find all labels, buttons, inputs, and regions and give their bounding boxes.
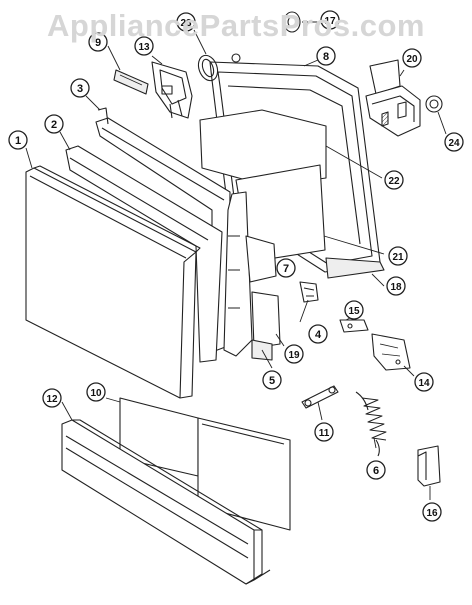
- badge-part: [113, 69, 149, 95]
- callout-label: 23: [180, 18, 192, 29]
- callout-label: 8: [323, 51, 329, 63]
- callout-1: 1: [8, 130, 28, 150]
- callout-circle: [444, 132, 464, 152]
- callout-label: 9: [95, 37, 101, 49]
- callout-9: 9: [88, 32, 108, 52]
- callout-label: 10: [90, 388, 102, 399]
- callout-8: 8: [316, 46, 336, 66]
- callout-label: 21: [392, 252, 404, 263]
- callout-label: 16: [426, 508, 438, 519]
- callout-19: 19: [284, 344, 304, 364]
- round-cap: [425, 95, 443, 113]
- door-spring: [355, 391, 387, 457]
- latch-assembly: [151, 61, 193, 119]
- callout-10: 10: [86, 382, 106, 402]
- callout-label: 17: [324, 16, 336, 27]
- callout-circle: [388, 246, 408, 266]
- top-knob: [283, 11, 301, 33]
- leader-lines: [25, 21, 447, 500]
- callout-circle: [414, 372, 434, 392]
- door-middle-panel: [65, 145, 223, 363]
- callout-label: 4: [315, 329, 322, 341]
- mounting-bracket: [339, 319, 369, 333]
- callout-circle: [308, 324, 328, 344]
- callout-label: 3: [77, 83, 83, 95]
- l-bracket: [417, 445, 441, 487]
- callout-circle: [386, 276, 406, 296]
- callout-15: 15: [344, 300, 364, 320]
- callout-circle: [42, 388, 62, 408]
- callout-label: 13: [138, 42, 150, 53]
- callout-24: 24: [444, 132, 464, 152]
- callout-23: 23: [176, 12, 196, 32]
- door-inner-frame: [95, 107, 231, 353]
- callout-circle: [402, 48, 422, 68]
- callout-circle: [422, 502, 442, 522]
- callout-14: 14: [414, 372, 434, 392]
- callout-label: 1: [15, 135, 21, 147]
- callout-18: 18: [386, 276, 406, 296]
- callout-label: 2: [51, 119, 57, 131]
- callout-circle: [284, 344, 304, 364]
- callout-22: 22: [384, 170, 404, 190]
- callout-13: 13: [134, 36, 154, 56]
- callout-circle: [44, 114, 64, 134]
- callout-label: 5: [269, 375, 275, 387]
- callout-label: 18: [390, 282, 402, 293]
- callout-12: 12: [42, 388, 62, 408]
- callout-circle: [8, 130, 28, 150]
- callout-circle: [316, 46, 336, 66]
- callout-16: 16: [422, 502, 442, 522]
- callout-label: 12: [46, 394, 58, 405]
- callout-circle: [88, 32, 108, 52]
- callout-circle: [314, 422, 334, 442]
- control-bracket: [223, 191, 281, 361]
- callout-circle: [262, 370, 282, 390]
- parts-drawing: [25, 11, 443, 585]
- callout-circle: [176, 12, 196, 32]
- callout-4: 4: [308, 324, 328, 344]
- outer-door-panel: [25, 165, 201, 399]
- callout-2: 2: [44, 114, 64, 134]
- callout-label: 15: [348, 306, 360, 317]
- callout-7: 7: [276, 258, 296, 278]
- callout-label: 19: [288, 350, 300, 361]
- callout-label: 6: [373, 465, 379, 477]
- callout-label: 7: [283, 263, 289, 275]
- hinge-link: [301, 385, 339, 409]
- insulation-sheets: [199, 109, 327, 263]
- callout-11: 11: [314, 422, 334, 442]
- callout-label: 11: [319, 428, 330, 439]
- callout-circle: [134, 36, 154, 56]
- toe-kick-panels: [119, 397, 291, 531]
- callout-label: 22: [388, 176, 400, 187]
- callout-5: 5: [262, 370, 282, 390]
- callout-circle: [86, 382, 106, 402]
- callout-circle: [70, 78, 90, 98]
- callout-17: 17: [320, 10, 340, 30]
- callout-20: 20: [402, 48, 422, 68]
- control-board: [371, 333, 411, 371]
- dispenser-module: [365, 59, 421, 137]
- callout-label: 24: [448, 138, 460, 149]
- callout-circle: [384, 170, 404, 190]
- callout-circle: [344, 300, 364, 320]
- callout-circle: [320, 10, 340, 30]
- callout-3: 3: [70, 78, 90, 98]
- callout-label: 20: [406, 54, 418, 65]
- callout-circle: [366, 460, 386, 480]
- callout-label: 14: [418, 378, 430, 389]
- callout-circle: [276, 258, 296, 278]
- ring-gasket: [197, 54, 219, 82]
- small-clip: [299, 281, 319, 303]
- callout-21: 21: [388, 246, 408, 266]
- callout-6: 6: [366, 460, 386, 480]
